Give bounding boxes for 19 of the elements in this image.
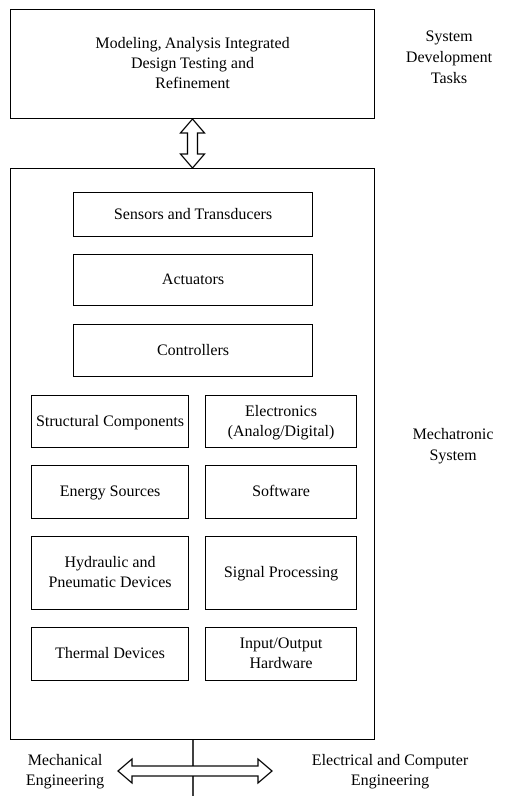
discipline-label: Mechanical Engineering bbox=[24, 751, 106, 791]
component-box: Controllers bbox=[73, 324, 313, 377]
component-box: Hydraulic and Pneumatic Devices bbox=[31, 536, 189, 610]
task-box: Modeling, Analysis Integrated Design Testing and Refinement bbox=[10, 9, 375, 119]
system-box bbox=[10, 168, 375, 740]
component-box: Software bbox=[205, 465, 357, 519]
double-arrow bbox=[117, 758, 273, 784]
node-caption: Mechatronic System bbox=[412, 425, 494, 466]
component-box: Signal Processing bbox=[205, 536, 357, 610]
component-box: Electronics (Analog/Digital) bbox=[205, 395, 357, 448]
component-box: Sensors and Transducers bbox=[73, 192, 313, 237]
discipline-label: Electrical and Computer Engineering bbox=[310, 751, 470, 791]
component-box: Thermal Devices bbox=[31, 627, 189, 681]
node-caption: System Development Tasks bbox=[404, 27, 494, 89]
double-arrow bbox=[179, 118, 206, 169]
component-box: Actuators bbox=[73, 254, 313, 306]
component-box: Energy Sources bbox=[31, 465, 189, 519]
component-box: Structural Components bbox=[31, 395, 189, 448]
component-box: Input/Output Hardware bbox=[205, 627, 357, 681]
